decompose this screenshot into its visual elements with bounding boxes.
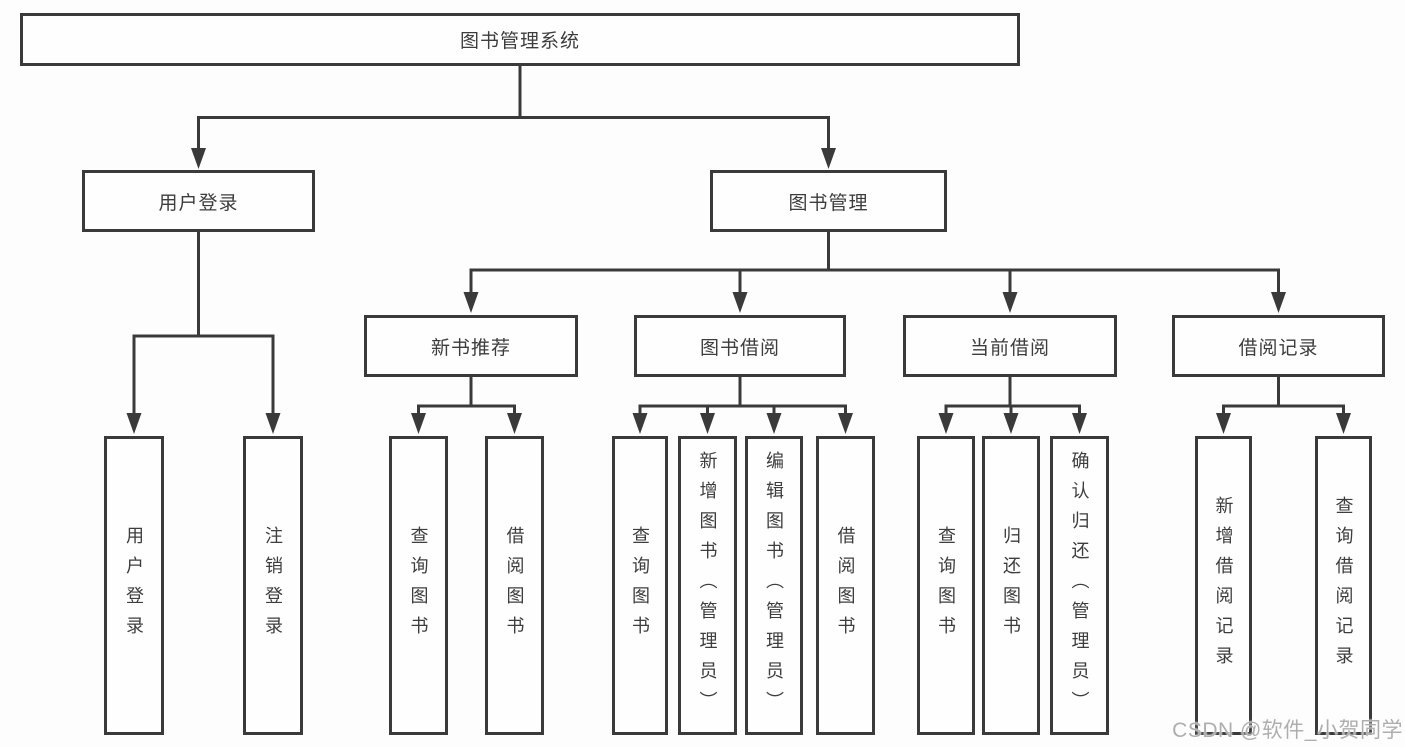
node-book-management: 图书管理 <box>710 170 947 232</box>
leaf-label: 查询图书 <box>936 525 956 646</box>
leaf-borrow-books-borrowing: 借阅图书 <box>816 436 875 735</box>
node-borrowing-records: 借阅记录 <box>1172 315 1385 377</box>
leaf-label: 借阅图书 <box>504 525 525 646</box>
leaf-logout: 注销登录 <box>243 436 303 735</box>
leaf-label: 新增图书（管理员） <box>697 450 718 721</box>
leaf-label: 查询图书 <box>408 525 429 646</box>
node-label: 图书管理系统 <box>459 31 580 52</box>
leaf-label: 注销登录 <box>263 525 283 646</box>
leaf-query-books-current: 查询图书 <box>917 436 975 735</box>
leaf-confirm-return-admin: 确认归还（管理员） <box>1050 436 1109 735</box>
leaf-label: 查询图书 <box>630 525 650 646</box>
node-label: 图书管理 <box>788 192 869 214</box>
leaf-query-books-recommend: 查询图书 <box>389 436 448 735</box>
leaf-query-borrow-record: 查询借阅记录 <box>1315 436 1372 735</box>
leaf-return-books: 归还图书 <box>982 436 1040 735</box>
leaf-add-books-admin: 新增图书（管理员） <box>678 436 737 735</box>
node-user-login: 用户登录 <box>82 170 315 232</box>
leaf-borrow-books-recommend: 借阅图书 <box>485 436 544 735</box>
leaf-user-login: 用户登录 <box>104 436 164 735</box>
leaf-label: 借阅图书 <box>835 525 856 646</box>
node-current-borrowing: 当前借阅 <box>903 315 1117 377</box>
node-book-borrowing: 图书借阅 <box>634 315 846 377</box>
leaf-query-books-borrowing: 查询图书 <box>612 436 668 735</box>
leaf-label: 确认归还（管理员） <box>1069 450 1090 721</box>
leaf-label: 查询借阅记录 <box>1333 495 1354 676</box>
leaf-label: 新增借阅记录 <box>1213 495 1234 676</box>
node-label: 图书借阅 <box>699 337 780 359</box>
leaf-edit-books-admin: 编辑图书（管理员） <box>745 436 803 735</box>
node-label: 用户登录 <box>158 192 239 214</box>
leaf-add-borrow-record: 新增借阅记录 <box>1195 436 1252 735</box>
arrowheads <box>126 148 1351 434</box>
leaf-label: 用户登录 <box>124 525 144 646</box>
leaf-label: 归还图书 <box>1001 525 1021 646</box>
leaf-label: 编辑图书（管理员） <box>764 450 784 721</box>
node-label: 当前借阅 <box>969 337 1050 359</box>
node-new-book-recommendation: 新书推荐 <box>364 315 578 377</box>
node-label: 新书推荐 <box>430 337 511 359</box>
csdn-watermark: CSDN @软件_小贺同学 <box>1172 719 1403 742</box>
node-label: 借阅记录 <box>1238 337 1319 359</box>
node-library-management-system: 图书管理系统 <box>20 13 1020 66</box>
